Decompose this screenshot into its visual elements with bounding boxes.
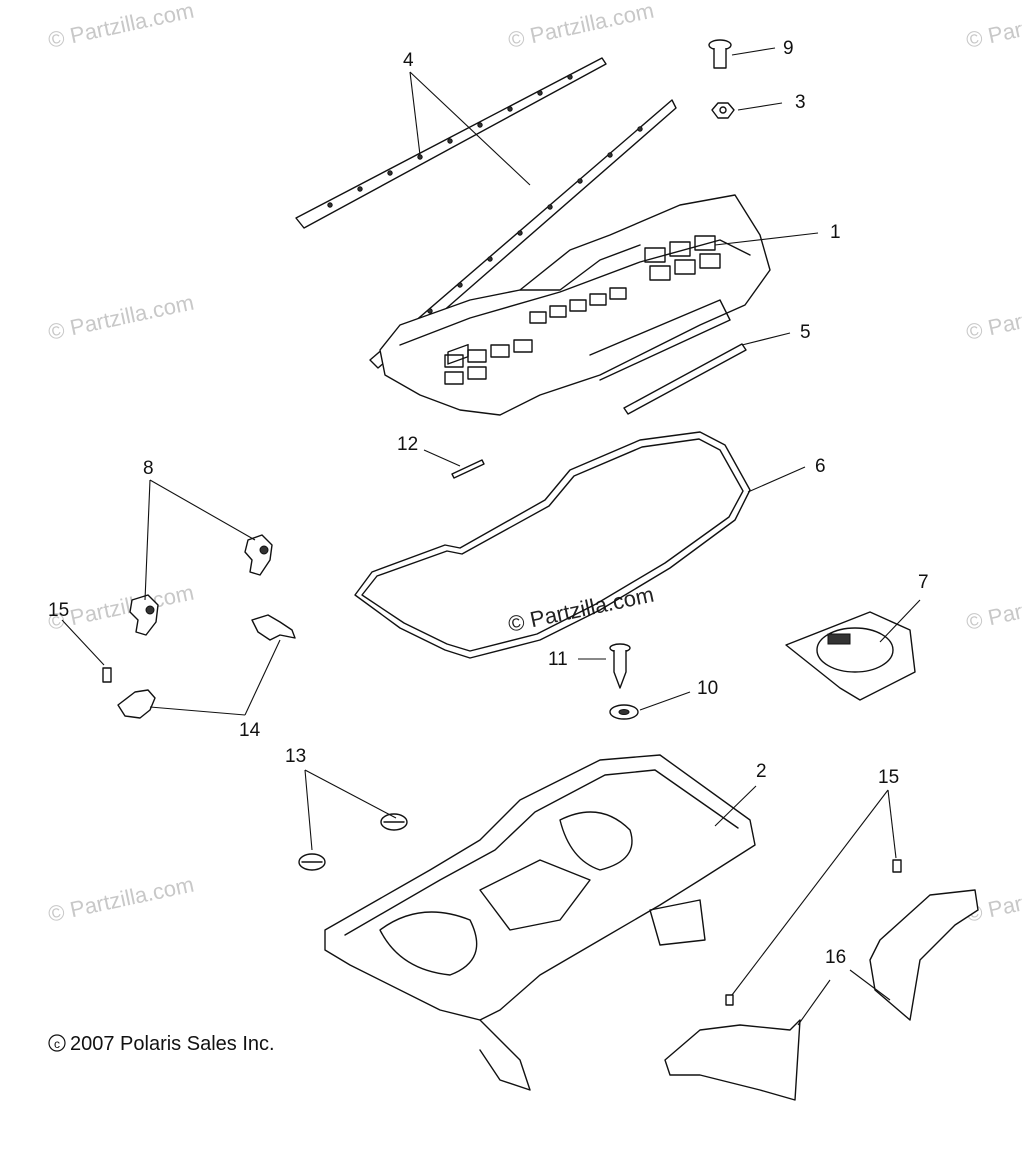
copyright-notice: c 2007 Polaris Sales Inc. [48,1033,275,1055]
part-6-gasket [354,431,751,659]
part-4-strips [295,57,677,369]
part-5-rod [623,343,747,415]
part-10-washer [609,704,639,720]
callout-7: 7 [918,572,929,593]
part-9-bolt [708,39,732,69]
copyright-symbol: c [54,1037,60,1051]
callout-12: 12 [397,434,418,455]
callout-labels: 1 2 3 4 5 6 7 8 9 10 11 12 13 14 15 15 1… [48,38,929,968]
callout-9: 9 [783,38,794,59]
part-8-latches [129,534,273,636]
part-14-clips [117,614,296,719]
part-13-caps [298,813,408,871]
part-16-brackets [664,889,979,1101]
callout-15: 15 [878,767,899,788]
leader-lines [61,47,921,1026]
part-15-screw [892,859,902,873]
callout-13: 13 [285,746,306,767]
callout-11: 11 [548,649,568,670]
watermark: © Partzilla.com [964,0,1022,53]
part-12-pin [451,459,485,479]
callout-3: 3 [795,92,806,113]
part-2-tray [324,754,756,1091]
watermark: © Partzilla.com [964,580,1022,635]
part-1-deck [379,194,771,416]
callout-16: 16 [825,947,846,968]
watermark: © Partzilla.com [46,290,196,345]
watermark: © Partzilla.com [46,0,196,53]
part-11-screw [609,643,631,689]
copyright-text: 2007 Polaris Sales Inc. [70,1033,275,1055]
part-3-nut [711,102,735,119]
callout-2: 2 [756,761,767,782]
callout-14: 14 [239,720,261,741]
callout-10: 10 [697,678,718,699]
watermark: © Partzilla.com [506,0,656,53]
watermark: © Partzilla.com [964,290,1022,345]
part-7-cover [785,611,916,701]
watermark: © Partzilla.com [46,872,196,927]
callout-6: 6 [815,456,826,477]
callout-8: 8 [143,458,154,479]
part-15-screw [725,994,734,1006]
callout-4: 4 [403,50,414,71]
callout-5: 5 [800,322,811,343]
callout-1: 1 [830,222,841,243]
part-15-screw [102,667,112,683]
callout-15: 15 [48,600,69,621]
